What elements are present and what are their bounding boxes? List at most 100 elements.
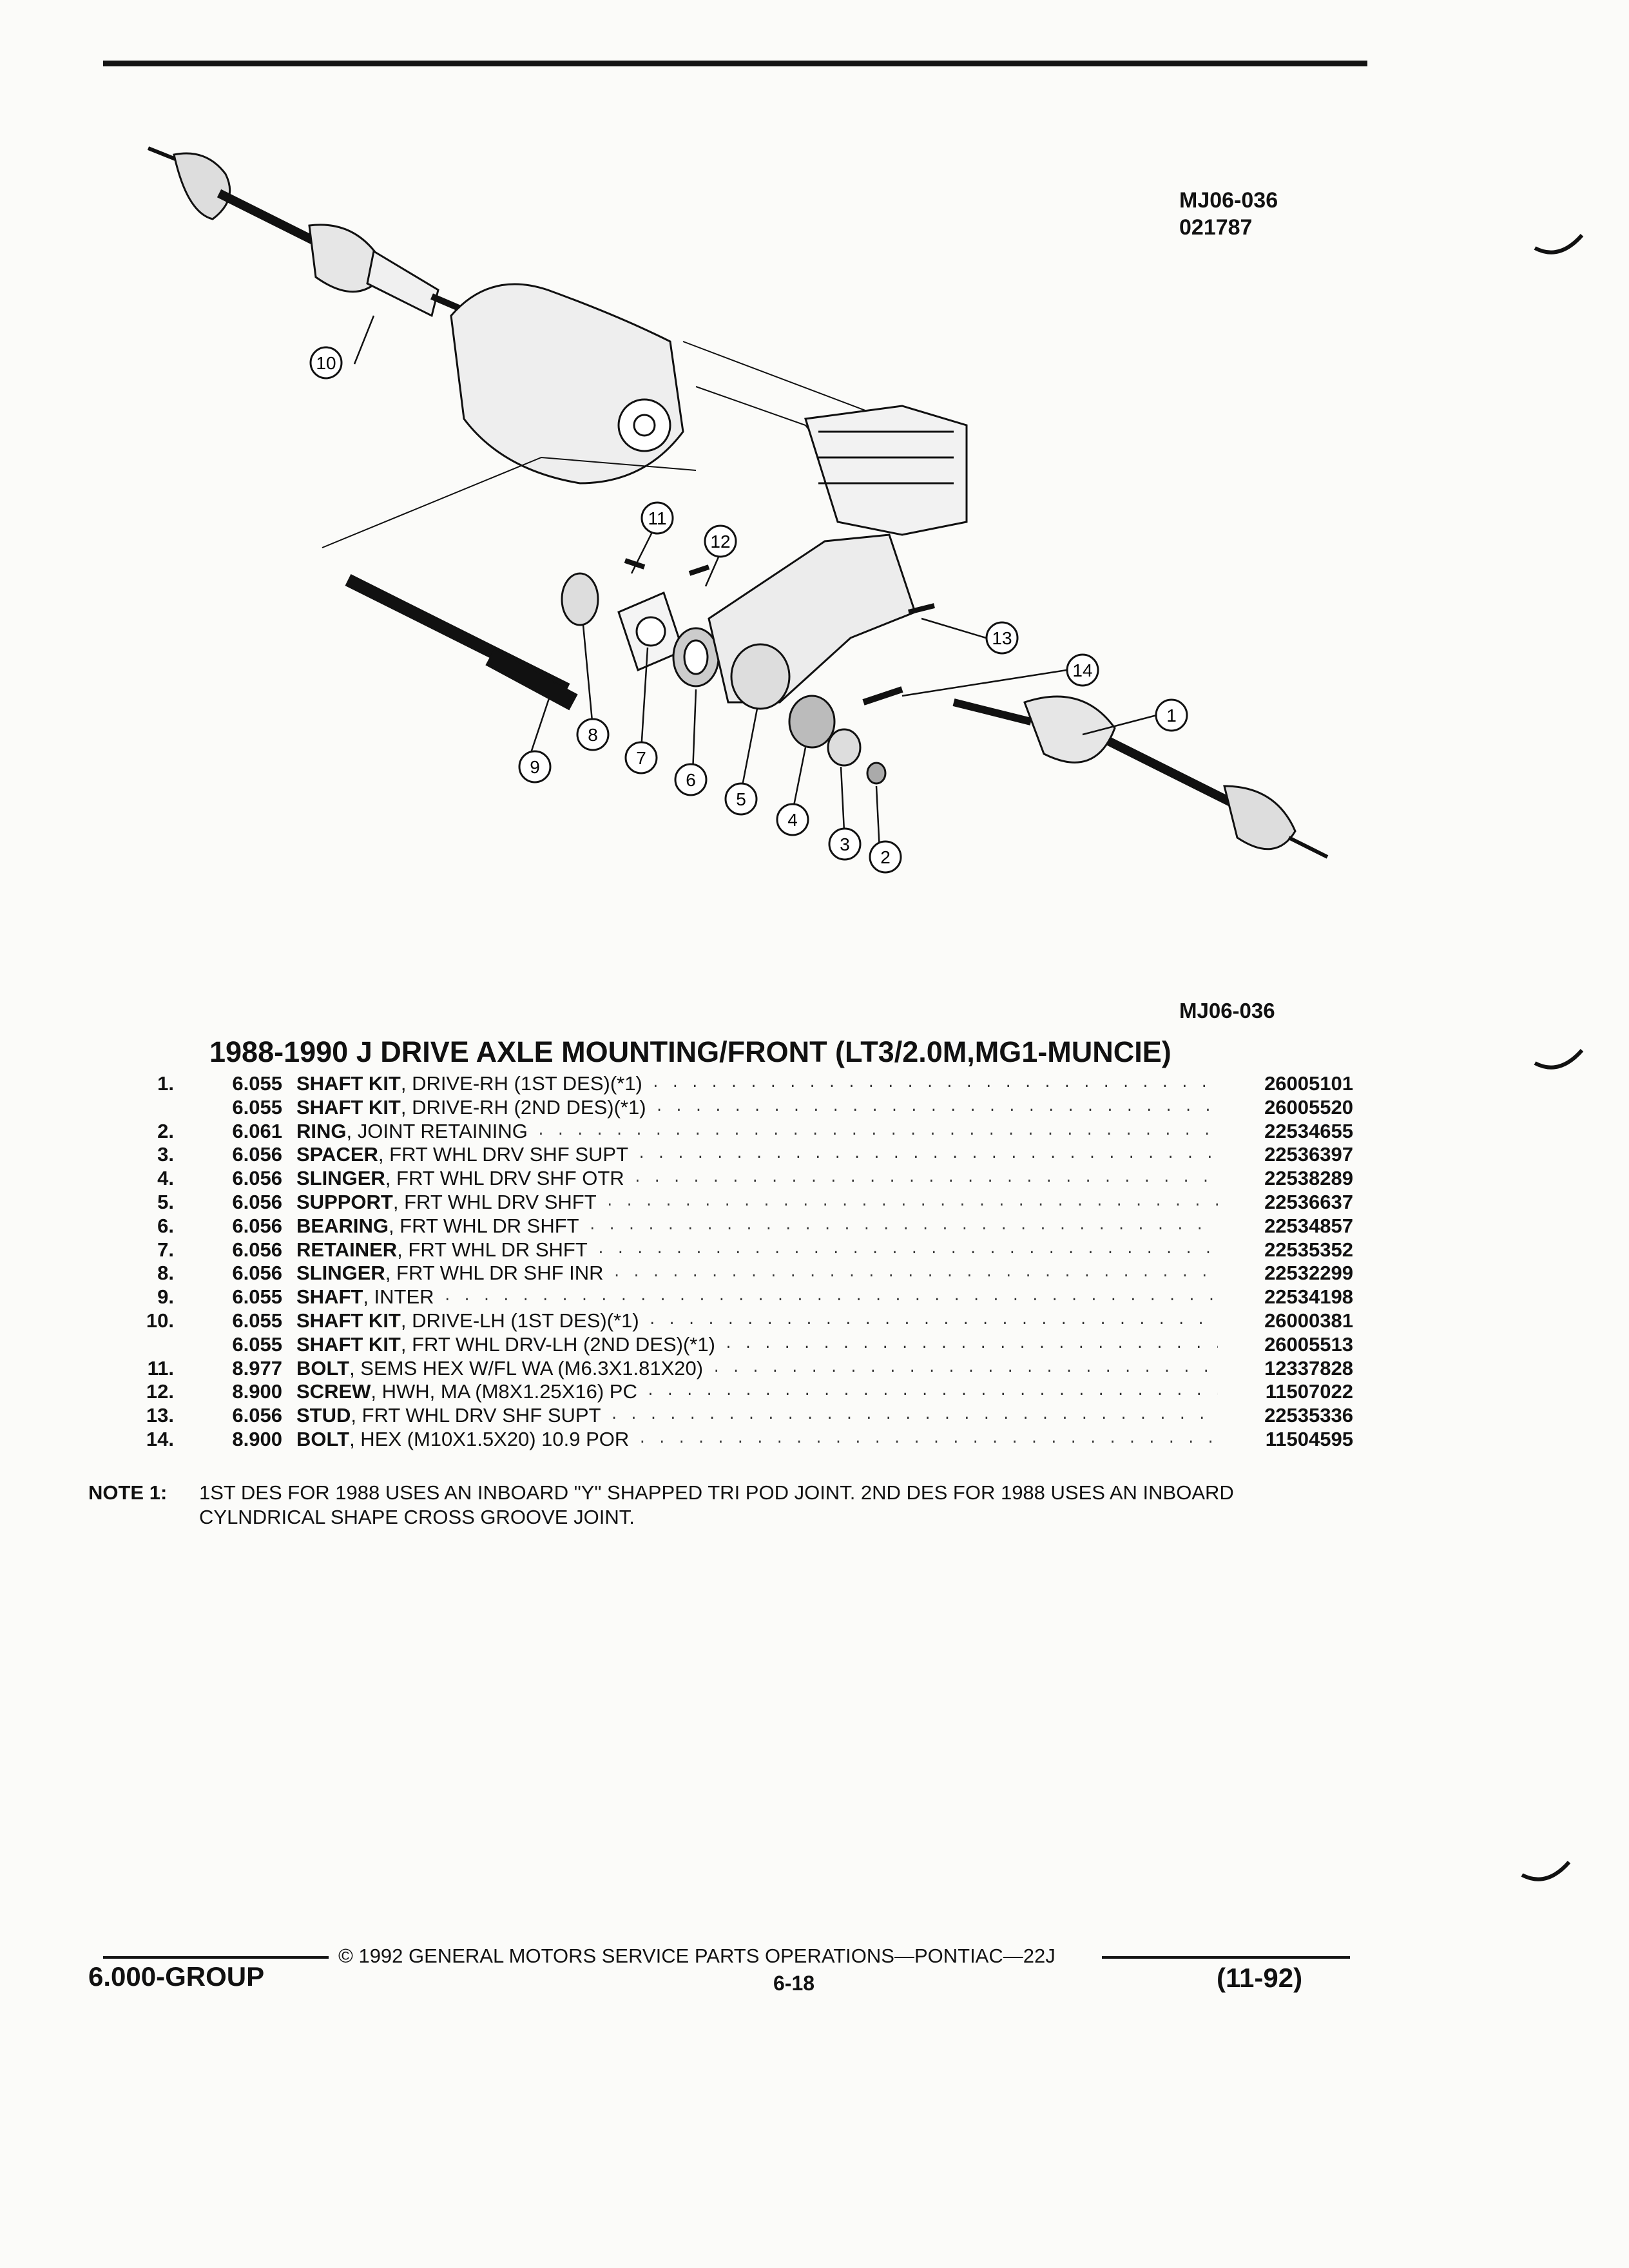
leader-dots: . . . . . . . . . . . . . . . . . . . . …: [646, 1383, 1218, 1400]
part-description: RING, JOINT RETAINING. . . . . . . . . .…: [296, 1120, 1218, 1144]
group-number: 6.056: [232, 1143, 282, 1166]
group-number: 8.900: [232, 1380, 282, 1403]
figure-code-bottom: MJ06-036: [1179, 999, 1275, 1023]
revision-date: (11-92): [1217, 1963, 1303, 1993]
part-description: BOLT, HEX (M10X1.5X20) 10.9 POR. . . . .…: [296, 1428, 1218, 1452]
callout-8: 8: [576, 718, 610, 751]
item-number: 8.: [157, 1262, 174, 1285]
group-number: 6.056: [232, 1214, 282, 1237]
group-number: 6.056: [232, 1238, 282, 1261]
table-row: 1. 6.055 SHAFT KIT, DRIVE-RH (1ST DES)(*1)…: [122, 1072, 1353, 1096]
svg-text:2: 2: [880, 847, 891, 867]
footer-rule: [103, 1956, 329, 1959]
part-number: 11504595: [1265, 1427, 1353, 1450]
svg-text:9: 9: [530, 757, 540, 777]
part-description: SHAFT KIT, DRIVE-RH (1ST DES)(*1). . . .…: [296, 1072, 1218, 1096]
part-description: SLINGER, FRT WHL DRV SHF OTR. . . . . . …: [296, 1167, 1218, 1191]
item-number: 11.: [147, 1356, 174, 1379]
svg-text:8: 8: [588, 725, 598, 745]
group-number: 6.061: [232, 1119, 282, 1142]
item-number: 7.: [157, 1238, 174, 1261]
exploded-diagram: [147, 146, 1329, 859]
leader-dots: . . . . . . . . . . . . . . . . . . . . …: [655, 1099, 1218, 1115]
group-label: 6.000-GROUP: [88, 1961, 265, 1992]
callout-6: 6: [674, 763, 708, 796]
svg-text:12: 12: [710, 532, 730, 552]
svg-text:10: 10: [316, 353, 336, 373]
svg-text:14: 14: [1072, 660, 1092, 680]
item-number: 4.: [157, 1167, 174, 1190]
leader-dots: . . . . . . . . . . . . . . . . . . . . …: [651, 1075, 1218, 1091]
note-label: NOTE 1:: [88, 1481, 168, 1504]
item-number: 5.: [157, 1190, 174, 1213]
part-name: SHAFT: [296, 1285, 363, 1309]
item-number: 2.: [157, 1119, 174, 1142]
item-number: [122, 1333, 174, 1357]
callout-14: 14: [1066, 653, 1099, 687]
callout-12: 12: [704, 524, 737, 558]
leader-dots: . . . . . . . . . . . . . . . . . . . . …: [712, 1360, 1218, 1376]
part-detail: , HEX (M10X1.5X20) 10.9 POR: [349, 1427, 630, 1450]
part-description: SCREW, HWH, MA (M8X1.25X16) PC. . . . . …: [296, 1380, 1218, 1404]
part-number: 26000381: [1264, 1309, 1353, 1332]
group-number: 8.900: [232, 1427, 282, 1450]
page-title: 1988-1990 J DRIVE AXLE MOUNTING/FRONT (L…: [209, 1035, 1171, 1068]
table-row: 6.055 SHAFT KIT, DRIVE-RH (2ND DES)(*1). …: [122, 1096, 1353, 1120]
part-description: RETAINER, FRT WHL DR SHFT. . . . . . . .…: [296, 1238, 1218, 1262]
figure-date-code: 021787: [1179, 215, 1253, 240]
part-detail: , FRT WHL DRV SHF SUPT: [378, 1143, 629, 1166]
part-number: 22534857: [1264, 1214, 1353, 1237]
group-number: 6.055: [232, 1095, 282, 1119]
svg-text:3: 3: [840, 834, 850, 854]
part-name: SUPPORT: [296, 1190, 393, 1213]
part-number: 12337828: [1264, 1356, 1353, 1379]
svg-text:7: 7: [636, 748, 646, 768]
group-number: 6.055: [232, 1309, 282, 1332]
part-name: RING: [296, 1119, 347, 1142]
part-name: STUD: [296, 1404, 351, 1427]
leader-dots: . . . . . . . . . . . . . . . . . . . . …: [648, 1312, 1218, 1329]
item-number: 9.: [157, 1285, 174, 1309]
part-number: 22535336: [1264, 1404, 1353, 1427]
item-number: 6.: [157, 1214, 174, 1237]
part-detail: , DRIVE-RH (1ST DES)(*1): [400, 1072, 642, 1095]
part-number: 22534655: [1264, 1119, 1353, 1142]
group-number: 6.055: [232, 1072, 282, 1095]
part-detail: , FRT WHL DRV SHFT: [392, 1190, 597, 1213]
figure-code: MJ06-036: [1179, 188, 1278, 213]
part-name: SLINGER: [296, 1167, 385, 1190]
svg-text:11: 11: [648, 508, 666, 528]
svg-text:6: 6: [686, 770, 696, 790]
table-row: 11. 8.977 BOLT, SEMS HEX W/FL WA (M6.3X1.8…: [122, 1357, 1353, 1381]
leader-dots: . . . . . . . . . . . . . . . . . . . . …: [596, 1241, 1218, 1258]
part-detail: , DRIVE-LH (1ST DES)(*1): [400, 1309, 639, 1332]
note-text: 1ST DES FOR 1988 USES AN INBOARD "Y" SHA…: [199, 1481, 1234, 1528]
part-detail: , INTER: [363, 1285, 434, 1309]
callout-2: 2: [869, 840, 902, 874]
leader-dots: . . . . . . . . . . . . . . . . . . . . …: [536, 1122, 1218, 1139]
part-detail: , FRT WHL DRV SHF OTR: [385, 1167, 624, 1190]
item-number: 1.: [157, 1072, 174, 1095]
part-name: BEARING: [296, 1214, 389, 1237]
group-number: 6.056: [232, 1404, 282, 1427]
group-number: 8.977: [232, 1356, 282, 1379]
part-name: SPACER: [296, 1143, 378, 1166]
leader-dots: . . . . . . . . . . . . . . . . . . . . …: [610, 1407, 1218, 1424]
callout-4: 4: [776, 803, 809, 836]
part-description: BOLT, SEMS HEX W/FL WA (M6.3X1.81X20). .…: [296, 1357, 1218, 1381]
part-description: SHAFT KIT, DRIVE-RH (2ND DES)(*1). . . .…: [296, 1096, 1218, 1120]
footer-rule: [1102, 1956, 1350, 1959]
page-number: 6-18: [773, 1972, 815, 1995]
part-number: 22536637: [1264, 1190, 1353, 1213]
callout-1: 1: [1155, 698, 1188, 732]
callout-3: 3: [828, 827, 862, 861]
part-description: SLINGER, FRT WHL DR SHF INR. . . . . . .…: [296, 1262, 1218, 1285]
part-description: SHAFT KIT, FRT WHL DRV-LH (2ND DES)(*1).…: [296, 1333, 1218, 1357]
callout-13: 13: [985, 621, 1019, 655]
group-number: 6.055: [232, 1285, 282, 1309]
